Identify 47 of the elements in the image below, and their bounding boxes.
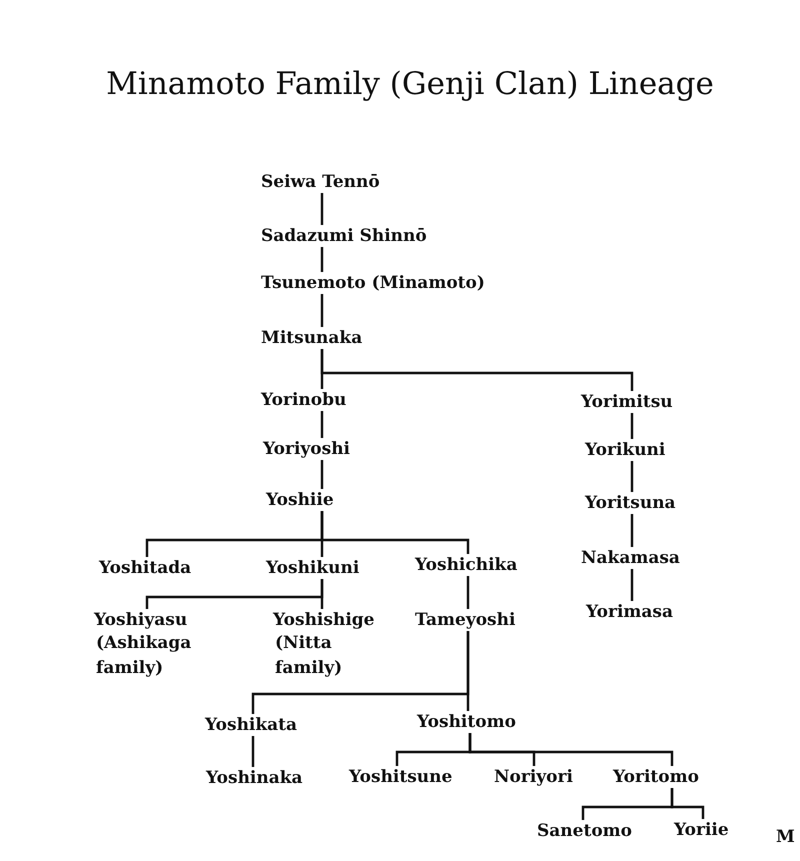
name-label: Yoritomo	[612, 766, 700, 788]
name-label: Yoriyoshi	[262, 438, 352, 460]
lineage-line	[630, 569, 634, 601]
name-label: Yoshitsune	[348, 766, 454, 788]
lineage-line	[320, 411, 324, 438]
name-label: Tsunemoto (Minamoto)	[260, 272, 486, 294]
name-label: Mitsunaka	[260, 327, 364, 349]
name-label: Noriyori	[493, 766, 574, 788]
name-label: Nakamasa	[580, 547, 681, 569]
name-label: Yorinobu	[260, 389, 348, 411]
name-label: Yoshishige	[272, 609, 376, 631]
name-label: Yoshiyasu	[93, 609, 188, 631]
lineage-line	[630, 461, 634, 492]
name-label: Yoshikuni	[265, 557, 360, 579]
family-note: (Ashikaga family)	[95, 632, 192, 680]
lineage-line	[320, 460, 324, 489]
name-label: Sadazumi Shinnō	[260, 225, 428, 247]
lineage-line	[466, 576, 470, 609]
name-label: Yoriie	[673, 819, 730, 841]
name-label: Yoshikata	[204, 714, 298, 736]
family-note: (Nitta family)	[274, 632, 344, 680]
lineage-line	[670, 788, 704, 819]
name-label: Yoshitada	[98, 557, 192, 579]
name-label: Yoritsuna	[584, 492, 677, 514]
lineage-line	[320, 511, 470, 554]
name-label: Yorimitsu	[580, 391, 674, 413]
name-label: Tameyoshi	[414, 609, 516, 631]
lineage-line	[630, 413, 634, 439]
name-label: Yoshinaka	[205, 767, 304, 789]
lineage-line	[320, 579, 324, 609]
name-label: Sanetomo	[536, 820, 633, 842]
lineage-line	[320, 247, 324, 272]
lineage-line	[630, 514, 634, 547]
lineage-line	[466, 631, 470, 711]
lineage-line	[252, 736, 254, 767]
name-label: Seiwa Tennō	[260, 171, 381, 193]
lineage-line	[468, 733, 674, 766]
name-label: Yorikuni	[584, 439, 666, 461]
lineage-line	[320, 349, 634, 391]
name-label: Yorimasa	[585, 601, 674, 623]
lineage-line	[320, 294, 324, 327]
margin-letter: M	[776, 826, 795, 848]
name-label: Yoshiie	[265, 489, 335, 511]
name-label: Yoshichika	[414, 554, 518, 576]
lineage-line	[320, 193, 324, 225]
name-label: Yoshitomo	[416, 711, 517, 733]
diagram-title: Minamoto Family (Genji Clan) Lineage	[106, 65, 714, 104]
